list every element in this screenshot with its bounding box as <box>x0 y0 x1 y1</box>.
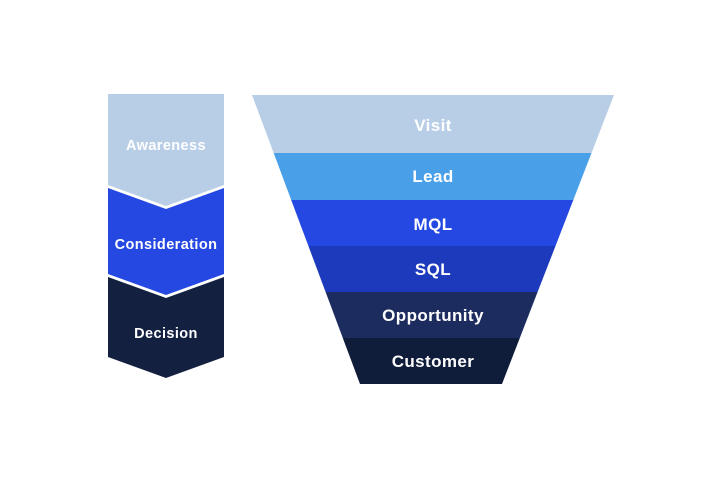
funnel-stage-mql-label: MQL <box>414 215 453 234</box>
chevron-stage-consideration <box>108 188 224 295</box>
funnel-stage-visit <box>252 95 614 153</box>
funnel-stage-lead <box>273 153 592 200</box>
chevron-stage-awareness-label: Awareness <box>126 138 206 154</box>
chevron-stage-consideration-label: Consideration <box>115 237 218 253</box>
chevron-stage-decision-label: Decision <box>134 326 198 342</box>
funnel-stage-opportunity <box>325 292 538 338</box>
funnel-stage-customer-label: Customer <box>392 352 475 371</box>
funnel-stage-sql <box>308 246 556 292</box>
funnel-stage-lead-label: Lead <box>412 167 453 186</box>
pipeline-funnel: Visit Lead MQL SQL Opportunity Customer <box>252 95 614 384</box>
chevron-funnel: Awareness Consideration Decision <box>108 94 224 378</box>
funnel-stage-visit-label: Visit <box>414 116 452 135</box>
funnel-stage-customer <box>342 338 520 384</box>
funnel-stage-mql <box>291 200 574 246</box>
funnel-stage-opportunity-label: Opportunity <box>382 306 484 325</box>
chevron-stage-awareness <box>108 94 224 206</box>
funnel-stage-sql-label: SQL <box>415 260 451 279</box>
chevron-stage-decision <box>108 277 224 378</box>
